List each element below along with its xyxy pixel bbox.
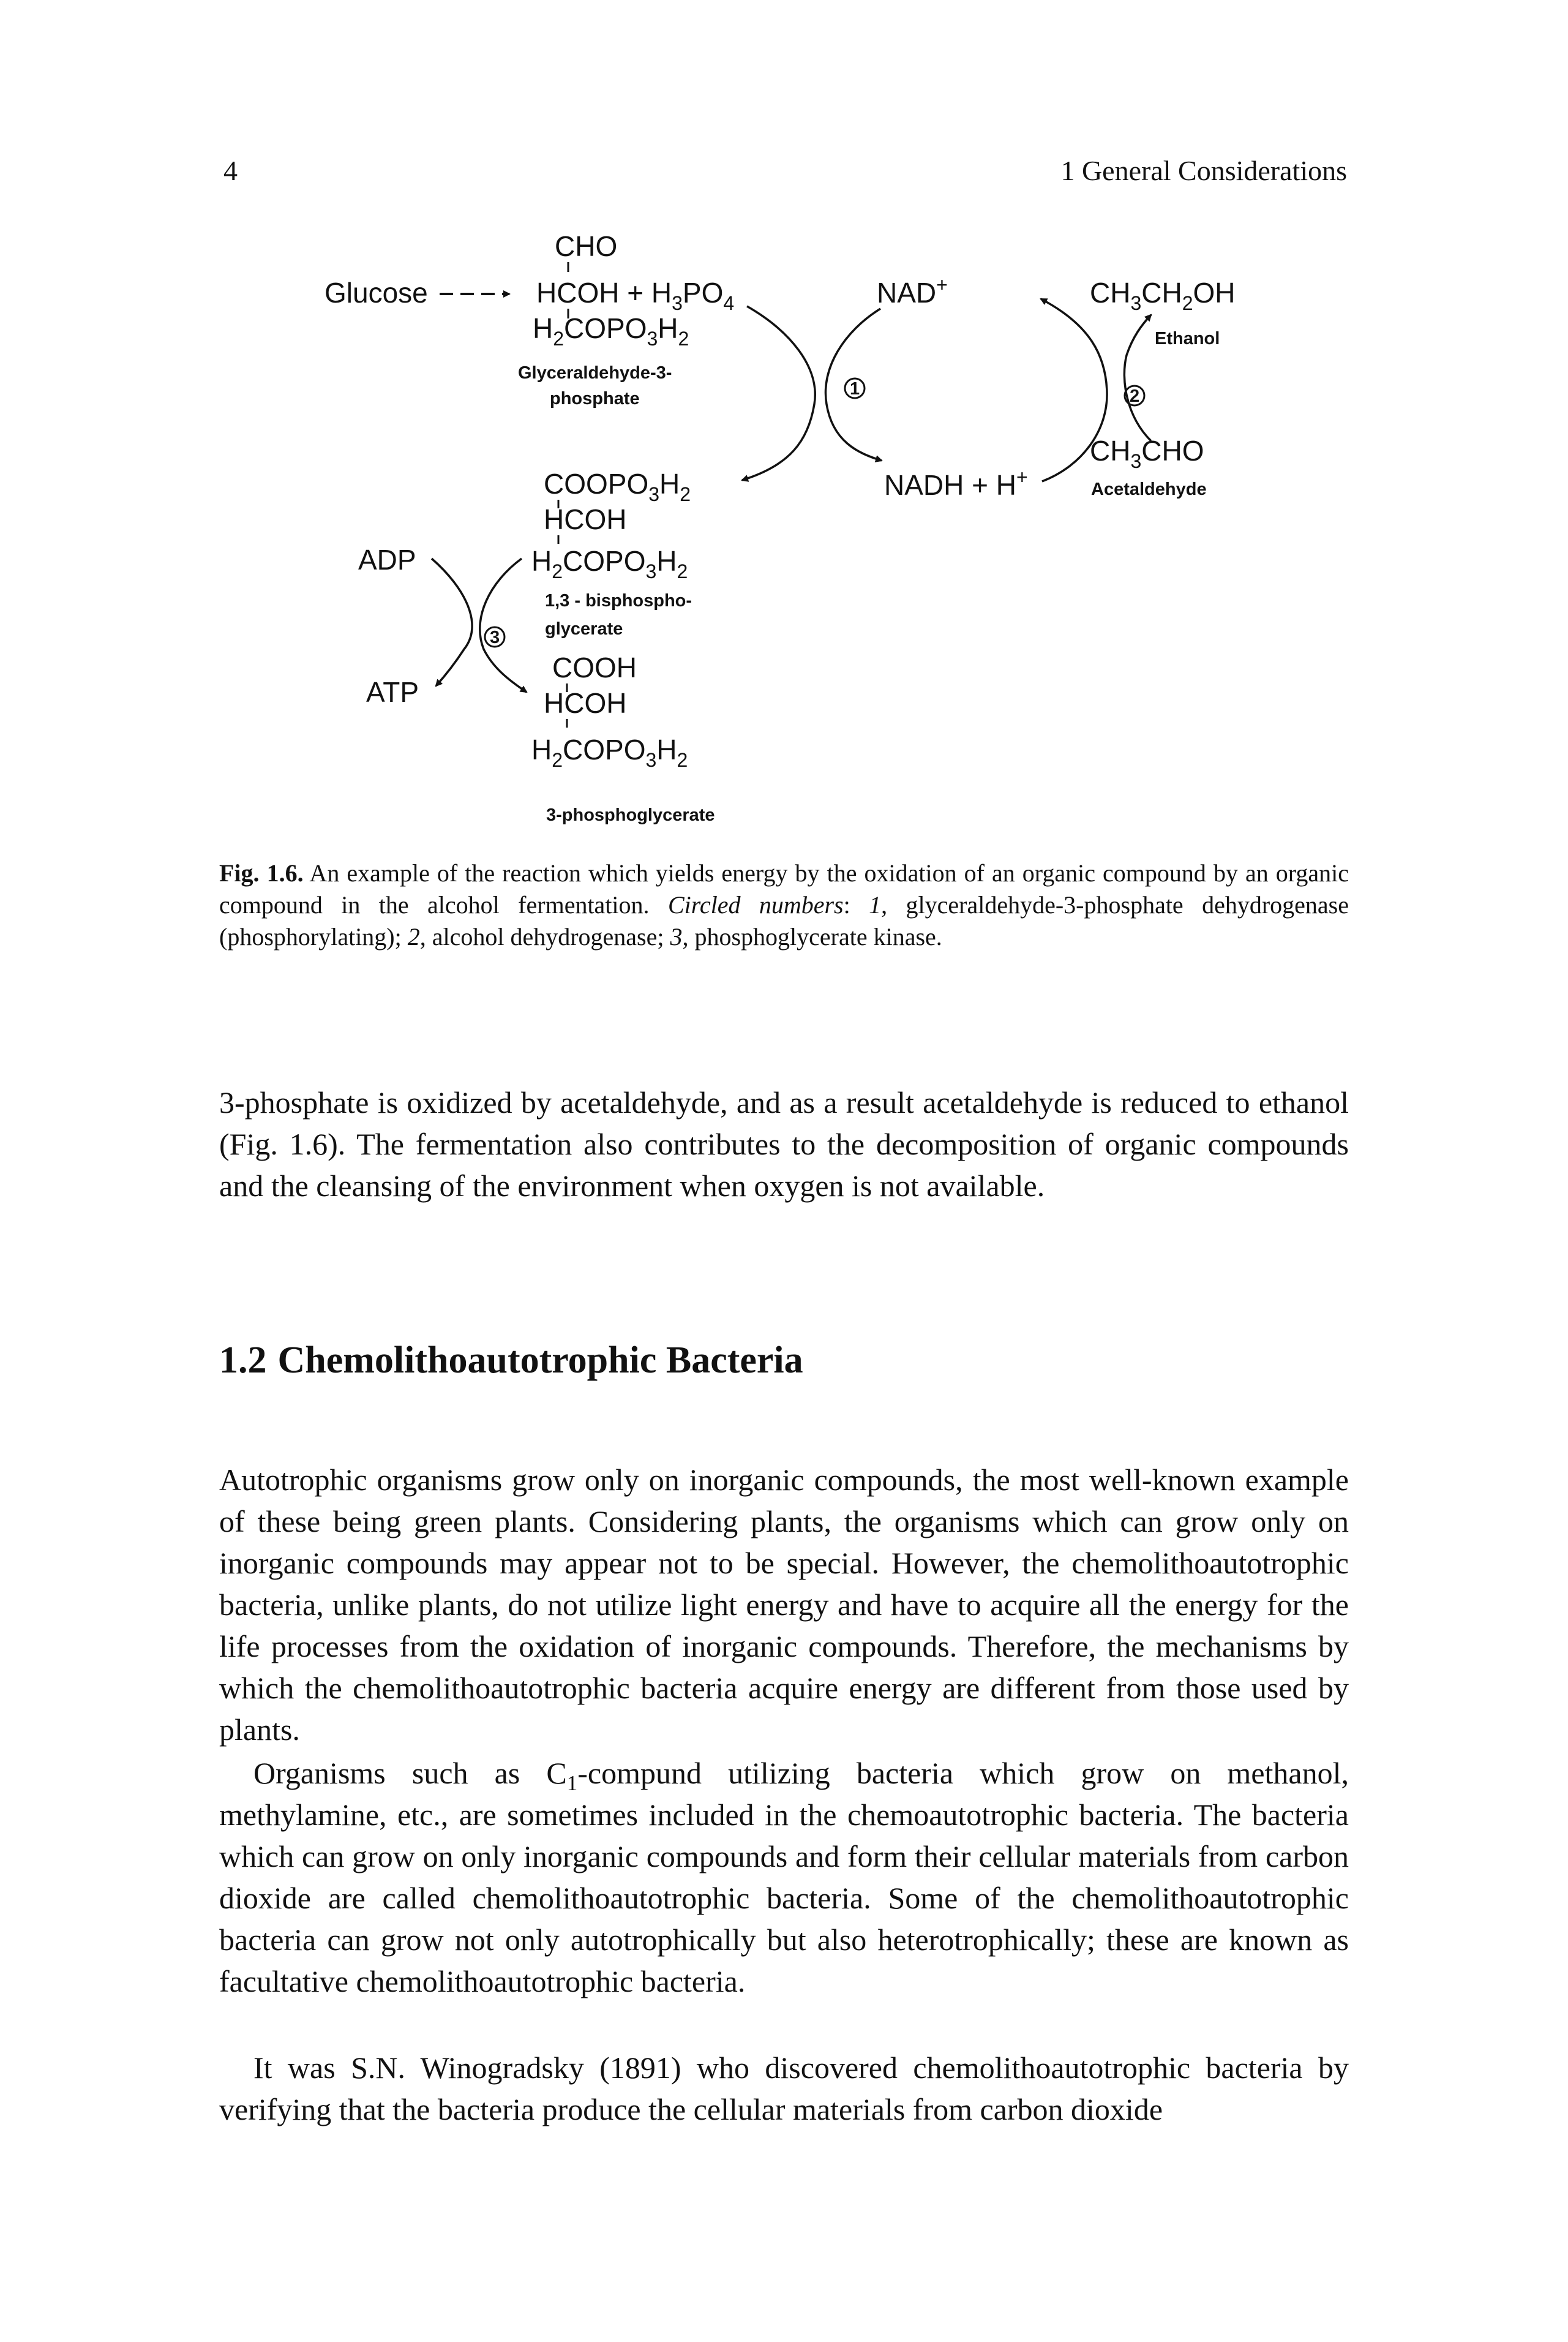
bpg-name-line1: 1,3 - bisphospho- <box>545 591 692 611</box>
figure-caption: Fig. 1.6. An example of the reaction whi… <box>219 857 1349 953</box>
caption-num: 1 <box>869 891 882 919</box>
enzyme-1-circle <box>844 377 866 399</box>
paragraph-4: It was S.N. Winogradsky (1891) who disco… <box>219 2050 1349 2126</box>
para3-text: Organisms such as C <box>253 1756 567 1790</box>
adp-atp-arrow <box>430 557 473 687</box>
gap-hcoh: HCOH + H3PO4 <box>536 277 734 314</box>
section-number: 1.2 <box>219 1339 267 1381</box>
section-title: Chemolithoautotrophic Bacteria <box>277 1339 803 1381</box>
ethanol-formula: CH3CH2OH <box>1090 277 1236 314</box>
nadh-label: NADH + H+ <box>884 466 1028 501</box>
caption-text: , alcohol dehydrogenase; <box>419 923 670 951</box>
page-number: 4 <box>223 155 238 186</box>
running-head: 1 General Considerations <box>1060 155 1347 186</box>
enzyme-3-number: 3 <box>490 628 500 647</box>
para3-subscript: 1 <box>566 1771 578 1795</box>
gap-name-line2: phosphate <box>550 389 640 409</box>
pg3-name: 3-phosphoglycerate <box>546 805 715 825</box>
acetaldehyde-name: Acetaldehyde <box>1091 480 1207 499</box>
nad-label: NAD+ <box>877 274 948 309</box>
pg3-line2: HCOH <box>544 687 626 719</box>
glucose-label: Glucose <box>324 277 428 309</box>
caption-label: Fig. 1.6. <box>219 859 304 887</box>
gap-to-bpg-arrow <box>741 305 816 482</box>
pg3-line1: COOH <box>552 652 637 683</box>
acetaldehyde-to-ethanol-arrow <box>1123 314 1152 442</box>
enzyme-1-number: 1 <box>850 379 860 399</box>
enzyme-2-number: 2 <box>1130 386 1139 406</box>
bpg-line3: H2COPO3H2 <box>531 545 688 582</box>
bpg-line2: HCOH <box>544 503 626 535</box>
bpg-to-pg3-arrow <box>479 557 528 693</box>
caption-num: 3 <box>670 923 683 951</box>
caption-circled-label: Circled numbers <box>667 891 844 919</box>
fermentation-figure: Glucose CHO HCOH + H3PO4 H2COPO3H2 Glyce… <box>324 230 1236 825</box>
enzyme-3-circle <box>484 626 506 648</box>
caption-colon: : <box>843 891 869 919</box>
paragraph-1: 3-phosphate is oxidized by acetaldehyde,… <box>219 1085 1349 1203</box>
caption-text: An example of the reaction which yields … <box>219 859 1349 919</box>
bpg-line1: COOPO3H2 <box>544 468 691 505</box>
acetaldehyde-formula: CH3CHO <box>1090 435 1204 472</box>
para3-text: -compund utilizing bacteria which grow o… <box>219 1756 1349 1998</box>
atp-label: ATP <box>366 676 419 708</box>
caption-num: 2 <box>407 923 420 951</box>
nadh-to-nad-arrow <box>1040 298 1108 483</box>
nad-to-nadh-arrow <box>824 307 883 462</box>
paragraph-2: Autotrophic organisms grow only on inorg… <box>219 1463 1349 1747</box>
bpg-name-line2: glycerate <box>545 619 623 639</box>
enzyme-2-circle <box>1123 385 1146 407</box>
caption-text: , phosphoglycerate kinase. <box>682 923 942 951</box>
gap-h2copo3h2: H2COPO3H2 <box>533 312 689 350</box>
paragraph-3: Organisms such as C1-compund utilizing b… <box>219 1752 1349 2002</box>
ethanol-name: Ethanol <box>1155 329 1220 348</box>
caption-text: , glyceraldehyde-3-phosphate dehydrogena… <box>219 891 1349 951</box>
adp-label: ADP <box>358 544 416 576</box>
gap-cho: CHO <box>555 230 617 262</box>
pg3-line3: H2COPO3H2 <box>531 734 688 771</box>
gap-name-line1: Glyceraldehyde-3- <box>518 363 672 383</box>
